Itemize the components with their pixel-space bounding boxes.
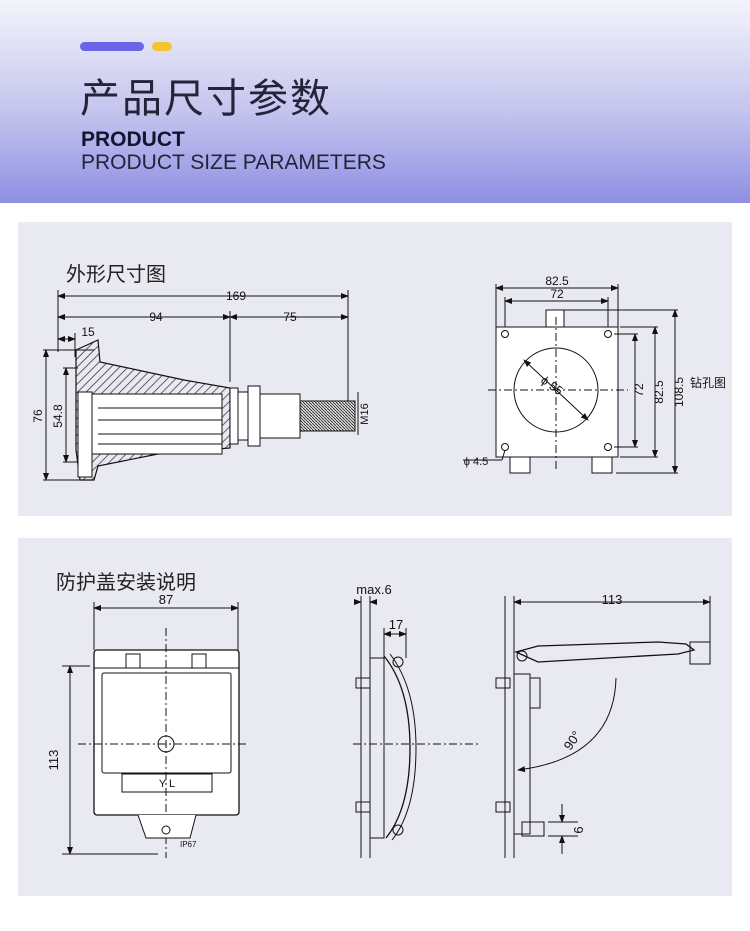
- dim-total-height: 108.5: [672, 377, 686, 407]
- dim-height-76: 76: [31, 409, 45, 423]
- outline-dimensions-panel: 外形尺寸图: [18, 222, 732, 516]
- outline-section-title: 外形尺寸图: [66, 262, 166, 286]
- accent-bar-purple: [80, 42, 144, 51]
- outline-drawing: 169 94 75 15 76 54.8 M16: [31, 274, 726, 481]
- dim-max-6: max.6: [356, 582, 391, 597]
- install-section-title: 防护盖安装说明: [56, 570, 196, 594]
- dim-front-width: 82.5: [545, 274, 569, 288]
- install-drawing: 87 113 Y L IP67 max.6 17: [46, 582, 711, 858]
- dim-inner-54-8: 54.8: [51, 404, 65, 428]
- dim-cover-height: 113: [46, 750, 61, 771]
- dim-hole-diameter: ϕ 4.5: [464, 456, 489, 468]
- drill-diagram-label: 钻孔图: [690, 375, 726, 390]
- dim-front-height: 82.5: [652, 380, 666, 404]
- page-header: 产品尺寸参数 PRODUCT PRODUCT SIZE PARAMETERS: [0, 0, 750, 203]
- dim-hole-width: 72: [550, 287, 564, 301]
- side-view-body: [75, 339, 356, 481]
- dim-body-length: 94: [149, 310, 163, 324]
- page-subtitle-en: PRODUCT SIZE PARAMETERS: [81, 151, 386, 174]
- cover-ip-rating: IP67: [180, 840, 197, 849]
- accent-bar-yellow: [152, 42, 172, 51]
- cover-install-panel: 防护盖安装说明 87 113 Y L: [18, 538, 732, 896]
- dim-6: 6: [571, 826, 586, 833]
- cover-plate-label: Y L: [159, 778, 175, 790]
- dim-hole-height: 72: [632, 383, 646, 397]
- dim-cable-length: 75: [283, 310, 297, 324]
- dim-open-113: 113: [602, 592, 623, 607]
- thread-m16: M16: [359, 403, 371, 424]
- dim-cover-width: 87: [159, 592, 173, 607]
- page-title-cn: 产品尺寸参数: [80, 76, 332, 122]
- dim-overall-length: 169: [226, 289, 246, 303]
- dim-flange-15: 15: [81, 325, 95, 339]
- page-title-en-bold: PRODUCT: [81, 128, 185, 151]
- dim-17: 17: [389, 617, 403, 632]
